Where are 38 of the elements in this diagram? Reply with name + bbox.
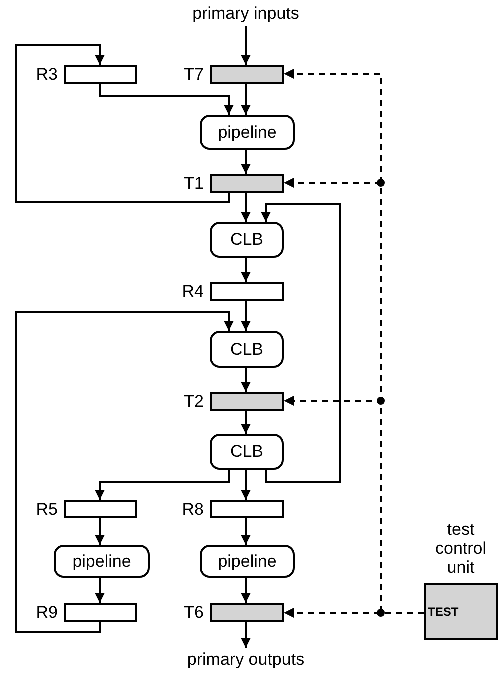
io-label: primary inputs: [181, 2, 311, 26]
process-box: CLB: [210, 434, 284, 470]
register-label: T7: [183, 66, 204, 83]
arrow: [261, 203, 341, 483]
register-label: T6: [183, 604, 204, 621]
register-label: T1: [183, 175, 204, 192]
arrow: [95, 578, 105, 603]
register-label: R5: [35, 500, 58, 518]
unit-heading: test control unit: [434, 520, 488, 577]
process-box: pipeline: [54, 545, 150, 578]
arrow: [241, 301, 251, 331]
process-box: CLB: [210, 222, 284, 258]
arrow: [241, 258, 251, 282]
process-box: CLB: [210, 331, 284, 368]
process-box: pipeline: [200, 545, 295, 578]
arrow: [241, 518, 251, 545]
arrow: [15, 311, 234, 633]
arrow: [241, 622, 251, 648]
process-box: pipeline: [200, 115, 295, 150]
arrow: [241, 26, 251, 65]
arrow: [241, 193, 251, 222]
test-label: TEST: [428, 604, 459, 620]
arrow: [95, 518, 105, 545]
register-label: R9: [35, 604, 58, 621]
arrow: [15, 44, 230, 203]
arrow: [99, 84, 234, 115]
arrow: [241, 470, 251, 500]
arrow: [95, 470, 230, 500]
register-label: R8: [181, 500, 204, 518]
arrow: [241, 578, 251, 603]
register-label: T2: [183, 393, 204, 410]
arrow: [241, 84, 251, 115]
register-label: R3: [35, 66, 58, 83]
register-label: R4: [181, 283, 204, 300]
arrow: [241, 411, 251, 434]
io-label: primary outputs: [171, 648, 321, 672]
arrow: [241, 368, 251, 392]
arrow: [241, 150, 251, 174]
